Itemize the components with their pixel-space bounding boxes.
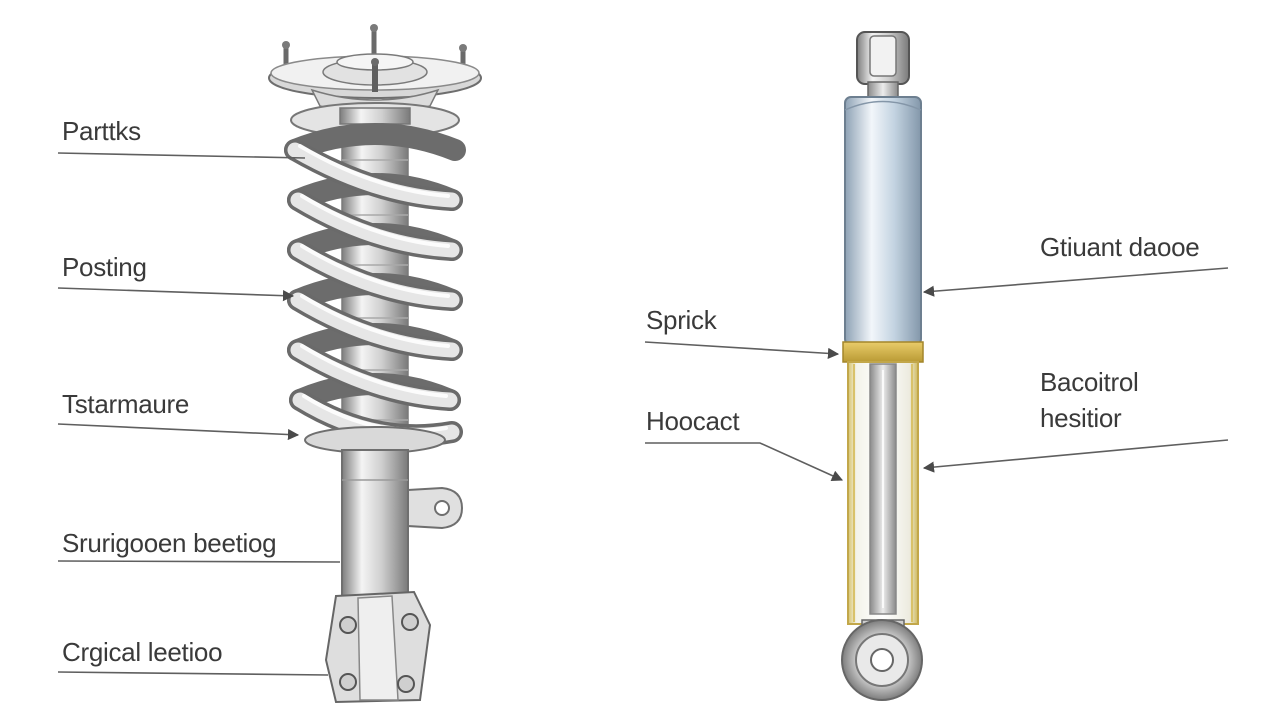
- strut-body: [341, 449, 409, 611]
- leader-line-1: [57, 152, 306, 159]
- top-mount: [268, 24, 482, 115]
- leader-line-3: [57, 423, 300, 441]
- label-tstarmaure: Tstarmaure: [62, 389, 190, 419]
- label-hoocact: Hoocact: [646, 406, 740, 436]
- coil-spring: [284, 123, 466, 447]
- leader-line-6: [922, 267, 1229, 297]
- knuckle-bracket: [324, 590, 432, 704]
- leader-line-9: [645, 442, 844, 481]
- left-leader-lines: [57, 152, 341, 676]
- label-srurigooen-beetiog: Srurigooen beetiog: [62, 528, 277, 558]
- seal-band: [842, 341, 924, 363]
- leader-line-5: [57, 671, 329, 676]
- upper-tube: [844, 96, 922, 346]
- shock-absorber: [841, 31, 924, 701]
- label-posting: Posting: [62, 252, 147, 282]
- leader-line-7: [644, 341, 840, 359]
- label-bacoitrol: Bacoitrol: [1040, 367, 1139, 397]
- label-gtiuant-daooe: Gtiuant daooe: [1040, 232, 1200, 262]
- label-sprick: Sprick: [646, 305, 717, 335]
- leader-line-8: [922, 439, 1229, 473]
- leader-line-4: [57, 560, 341, 563]
- right-leader-lines: [644, 267, 1229, 481]
- leader-line-2: [57, 287, 295, 302]
- label-crgical-leetioo: Crgical leetioo: [62, 637, 223, 667]
- bracket-tab: [407, 486, 464, 530]
- strut-assembly: [268, 24, 482, 704]
- label-parttks: Parttks: [62, 116, 141, 146]
- label-hesitior: hesitior: [1040, 403, 1122, 433]
